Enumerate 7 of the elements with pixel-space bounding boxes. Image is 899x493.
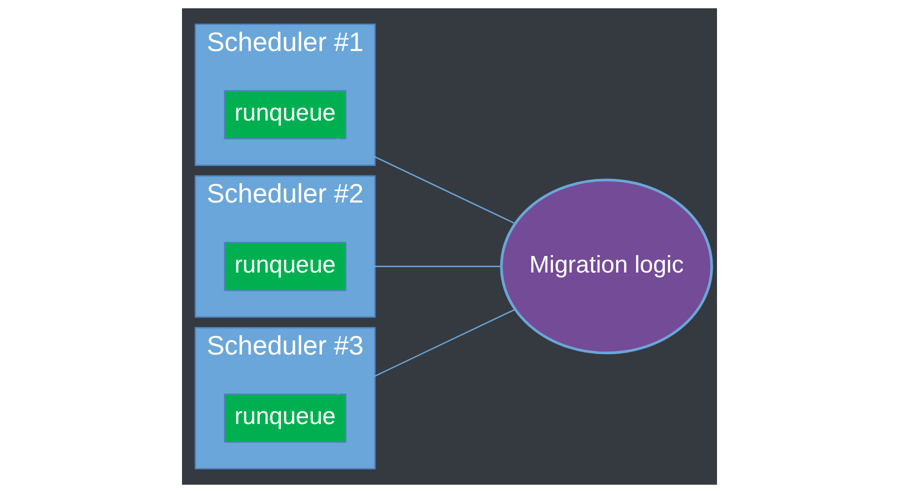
connector <box>336 138 516 224</box>
node-box: runqueue <box>224 90 346 140</box>
node-ellipse: Migration logic <box>500 178 713 354</box>
connector <box>336 308 516 395</box>
node-box: runqueue <box>224 242 346 292</box>
connector <box>346 266 502 268</box>
node-box: runqueue <box>224 394 346 443</box>
